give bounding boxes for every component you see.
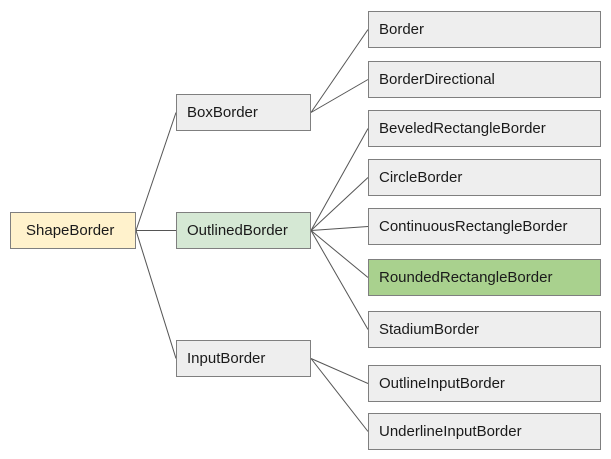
node-boxborder: BoxBorder [176, 94, 311, 131]
edge-inputborder-to-underlineinput [310, 358, 369, 432]
node-roundedrectangleborder: RoundedRectangleBorder [368, 259, 601, 296]
node-underlineinputborder: UnderlineInputBorder [368, 413, 601, 450]
node-circleborder: CircleBorder [368, 159, 601, 196]
edge-boxborder-to-borderdirectional [310, 79, 369, 113]
edge-outlinedborder-to-stadium [310, 230, 369, 330]
node-continuousrectangleborder: ContinuousRectangleBorder [368, 208, 601, 245]
node-inputborder: InputBorder [176, 340, 311, 377]
node-beveledrectangleborder: BeveledRectangleBorder [368, 110, 601, 147]
node-border: Border [368, 11, 601, 48]
node-stadiumborder: StadiumBorder [368, 311, 601, 348]
node-shapeborder: ShapeBorder [10, 212, 136, 249]
edge-outlinedborder-to-circle [310, 177, 369, 231]
edge-outlinedborder-to-rounded [310, 230, 369, 278]
node-outlinedborder: OutlinedBorder [176, 212, 311, 249]
edge-boxborder-to-border [310, 29, 369, 113]
node-borderdirectional: BorderDirectional [368, 61, 601, 98]
edge-outlinedborder-to-beveled [310, 128, 369, 231]
edge-inputborder-to-outlineinput [310, 358, 369, 384]
edge-outlinedborder-to-continuous [310, 226, 369, 231]
edge-shapeborder-to-inputborder [135, 230, 177, 359]
node-outlineinputborder: OutlineInputBorder [368, 365, 601, 402]
edge-shapeborder-to-boxborder [135, 112, 177, 231]
